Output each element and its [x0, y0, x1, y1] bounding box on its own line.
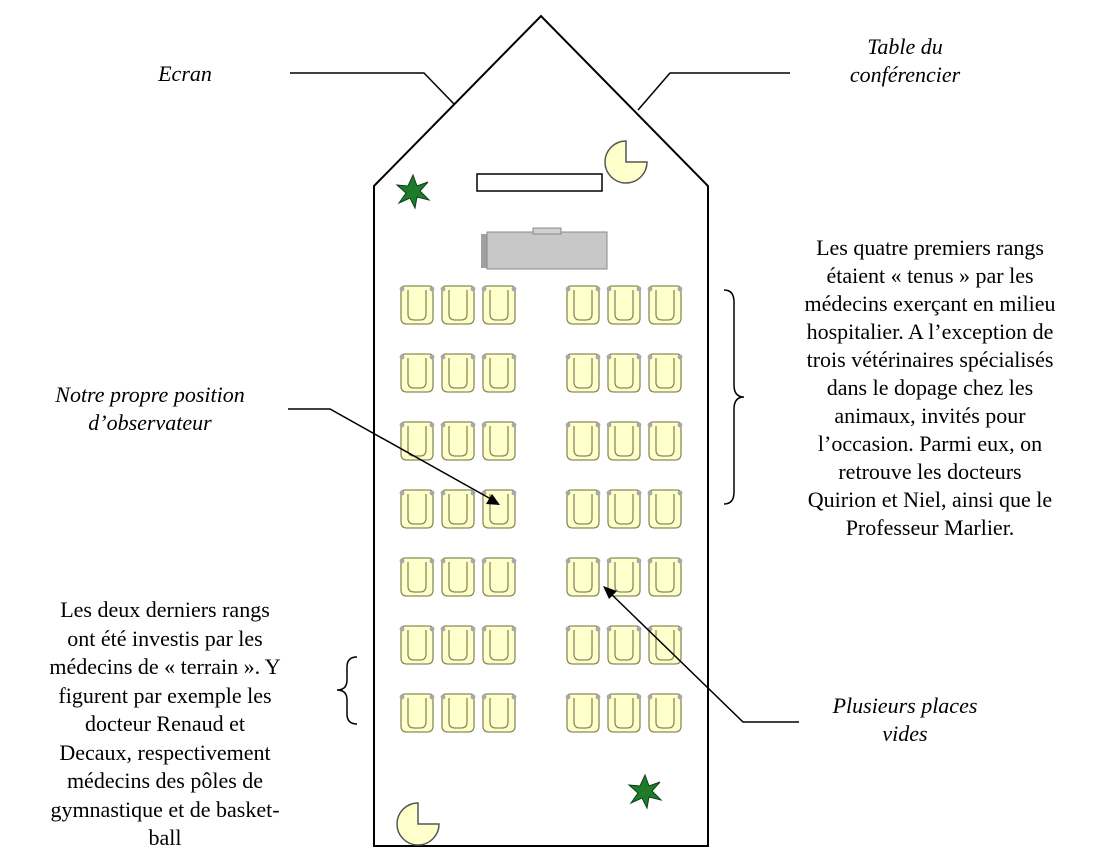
- chair-icon: [646, 489, 684, 529]
- front-rows-note-line: animaux, invités pour: [834, 403, 1026, 428]
- speaker-table: [481, 227, 608, 270]
- chair-icon: [605, 353, 643, 393]
- speaker-table-label-line2: conférencier: [849, 62, 961, 87]
- chair-icon: [480, 421, 518, 461]
- observer-label: Notre propre position d’observateur: [20, 381, 280, 437]
- empty-seats-label: Plusieurs places vides: [790, 692, 1020, 748]
- chair-icon: [564, 557, 602, 597]
- front-rows-note-line: médecins exerçant en milieu: [804, 291, 1056, 316]
- screen-leader-line: [290, 72, 455, 105]
- front-rows-note-line: dans le dopage chez les: [826, 375, 1034, 400]
- back-rows-note: Les deux derniers rangs ont été investis…: [0, 596, 330, 853]
- front-rows-note-line: Les quatre premiers rangs: [816, 235, 1044, 260]
- chair-icon: [564, 353, 602, 393]
- chair-icon: [564, 489, 602, 529]
- front-rows-brace: [723, 289, 745, 505]
- chair-icon: [398, 625, 436, 665]
- front-rows-note-line: retrouve les docteurs: [838, 459, 1022, 484]
- empty-seats-arrowhead: [603, 586, 617, 599]
- speaker-table-label-line1: Table du: [867, 34, 943, 59]
- front-rows-note-line: l’occasion. Parmi eux, on: [817, 431, 1043, 456]
- chair-icon: [646, 421, 684, 461]
- empty-seats-label-line1: Plusieurs places: [832, 693, 978, 718]
- chair-icon: [480, 557, 518, 597]
- back-rows-note-line: ont été investis par les: [67, 625, 263, 651]
- chair-icon: [646, 557, 684, 597]
- chair-icon: [439, 625, 477, 665]
- back-rows-note-line: docteur Renaud et: [84, 711, 246, 736]
- chair-icon: [480, 489, 518, 529]
- front-rows-note-line: hospitalier. A l’exception de: [806, 319, 1054, 344]
- front-rows-note: Les quatre premiers rangs étaient « tenu…: [760, 234, 1098, 542]
- chair-icon: [646, 693, 684, 733]
- screen-shape: [476, 173, 603, 192]
- chair-icon: [605, 489, 643, 529]
- chair-icon: [480, 285, 518, 325]
- chair-icon: [398, 421, 436, 461]
- chair-icon: [564, 693, 602, 733]
- chair-icon: [398, 693, 436, 733]
- observer-arrowhead: [486, 494, 500, 505]
- back-rows-note-line: Decaux, respectivement: [59, 739, 271, 765]
- observer-arrow: [288, 408, 499, 504]
- back-rows-note-line: figurent par exemple les: [58, 682, 272, 708]
- chair-icon: [605, 625, 643, 665]
- observer-label-line1: Notre propre position: [55, 382, 245, 407]
- pacman-icon: [396, 802, 440, 846]
- back-rows-note-line: médecins des pôles de: [66, 768, 264, 793]
- chair-icon: [439, 557, 477, 597]
- front-rows-note-line: Quirion et Niel, ainsi que le: [807, 487, 1053, 512]
- chair-icon: [398, 557, 436, 597]
- chair-icon: [439, 353, 477, 393]
- observer-label-line2: d’observateur: [88, 410, 212, 435]
- chair-icon: [439, 489, 477, 529]
- empty-seats-label-line2: vides: [882, 721, 928, 746]
- chair-icon: [480, 693, 518, 733]
- empty-seats-arrow: [605, 588, 799, 723]
- chair-icon: [605, 693, 643, 733]
- chair-icon: [398, 489, 436, 529]
- chair-icon: [480, 625, 518, 665]
- chair-icon: [439, 421, 477, 461]
- front-rows-note-line: trois vétérinaires spécialisés: [806, 347, 1054, 372]
- chair-icon: [439, 693, 477, 733]
- chair-icon: [439, 285, 477, 325]
- chair-icon: [605, 285, 643, 325]
- chair-icon: [564, 421, 602, 461]
- front-rows-note-line: étaient « tenus » par les: [826, 263, 1034, 288]
- speaker-table-label: Table du conférencier: [820, 33, 990, 89]
- front-rows-note-line: Professeur Marlier.: [845, 515, 1015, 540]
- plant-icon: [627, 773, 663, 810]
- pacman-icon: [604, 140, 648, 184]
- chair-icon: [398, 353, 436, 393]
- back-rows-note-line: médecins de « terrain ». Y: [49, 654, 281, 679]
- screen-label: Ecran: [158, 61, 212, 86]
- speaker-table-leader-line: [637, 72, 790, 111]
- chair-icon: [605, 421, 643, 461]
- chair-icon: [398, 285, 436, 325]
- back-rows-note-line: Les deux derniers rangs: [60, 597, 270, 622]
- plant-icon: [395, 173, 431, 210]
- chair-icon: [564, 285, 602, 325]
- chair-icon: [646, 285, 684, 325]
- chair-icon: [480, 353, 518, 393]
- back-rows-brace: [336, 656, 358, 725]
- back-rows-note-line: ball: [148, 825, 182, 850]
- back-rows-note-line: gymnastique et de basket-: [50, 796, 280, 822]
- chair-icon: [646, 353, 684, 393]
- chair-icon: [564, 625, 602, 665]
